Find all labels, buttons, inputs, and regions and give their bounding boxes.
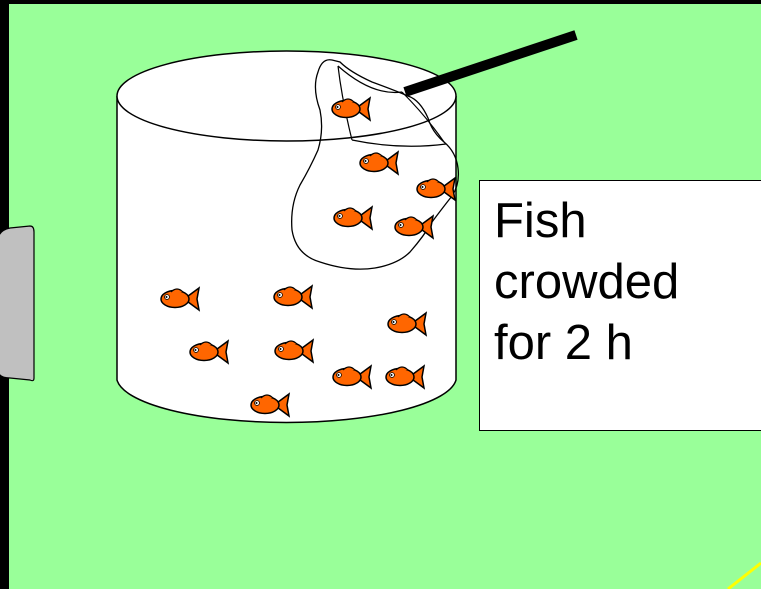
accent-line xyxy=(727,561,761,589)
caption-line: Fish xyxy=(494,194,587,248)
caption-line: for 2 h xyxy=(494,316,633,370)
caption-box: Fish crowded for 2 h xyxy=(479,180,761,431)
net-mesh-line xyxy=(337,65,403,94)
net-outline xyxy=(291,59,460,270)
caption-line: crowded xyxy=(494,255,680,309)
net-handle xyxy=(403,30,578,97)
net-mesh-line xyxy=(351,139,447,147)
net-mesh-line xyxy=(401,91,445,143)
tank xyxy=(116,50,457,424)
side-tab xyxy=(0,225,35,382)
top-border xyxy=(0,0,761,4)
